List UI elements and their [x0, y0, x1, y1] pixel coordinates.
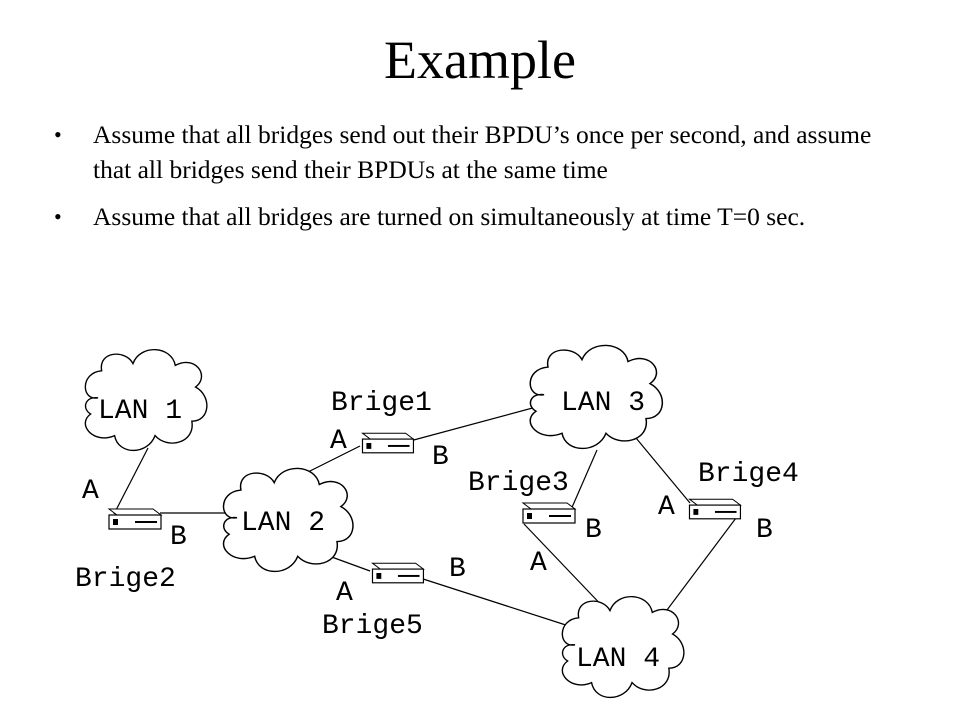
bullet-text: Assume that all bridges are turned on si…: [93, 202, 806, 231]
brige2-icon: [108, 508, 162, 530]
bullet-marker: •: [54, 204, 62, 229]
brige5-port-b: B: [449, 554, 466, 585]
link-brige5-lan4: [419, 577, 573, 628]
slide-title: Example: [384, 30, 576, 90]
brige1-icon: [361, 432, 415, 454]
bullet-text: Assume that all bridges send out their B…: [93, 120, 872, 184]
lan3-label: LAN 3: [561, 388, 645, 419]
brige3-label: Brige3: [468, 468, 569, 499]
brige4-label: Brige4: [698, 459, 799, 490]
brige5-port-a: A: [336, 578, 353, 609]
brige1-port-b: B: [432, 442, 449, 473]
bullet-item: • Assume that all bridges are turned on …: [54, 200, 884, 235]
brige4-icon: [688, 498, 742, 520]
link-lan1-brige2: [113, 447, 149, 515]
link-brige3-lan4: [523, 523, 609, 613]
lan2-label: LAN 2: [241, 508, 325, 539]
brige3-port-a: A: [530, 548, 547, 579]
brige1-port-a: A: [330, 426, 347, 457]
brige5-label: Brige5: [322, 611, 423, 642]
bullet-list: • Assume that all bridges send out their…: [54, 118, 884, 248]
link-brige4-lan4: [657, 517, 737, 623]
link-brige1-lan3: [409, 405, 541, 442]
brige5-icon: [371, 562, 425, 584]
brige4-port-a: A: [658, 492, 675, 523]
brige4-port-b: B: [756, 515, 773, 546]
bullet-marker: •: [54, 122, 62, 147]
brige1-label: Brige1: [331, 388, 432, 419]
brige3-icon: [522, 502, 576, 524]
lan1-label: LAN 1: [98, 396, 182, 427]
link-lan3-brige3: [569, 449, 598, 513]
bullet-item: • Assume that all bridges send out their…: [54, 118, 884, 187]
brige2-label: Brige2: [75, 564, 176, 595]
link-lan3-brige4: [635, 437, 691, 504]
lan4-label: LAN 4: [576, 644, 660, 675]
brige3-port-b: B: [585, 515, 602, 546]
brige2-port-b: B: [170, 522, 187, 553]
brige2-port-a: A: [82, 476, 99, 507]
